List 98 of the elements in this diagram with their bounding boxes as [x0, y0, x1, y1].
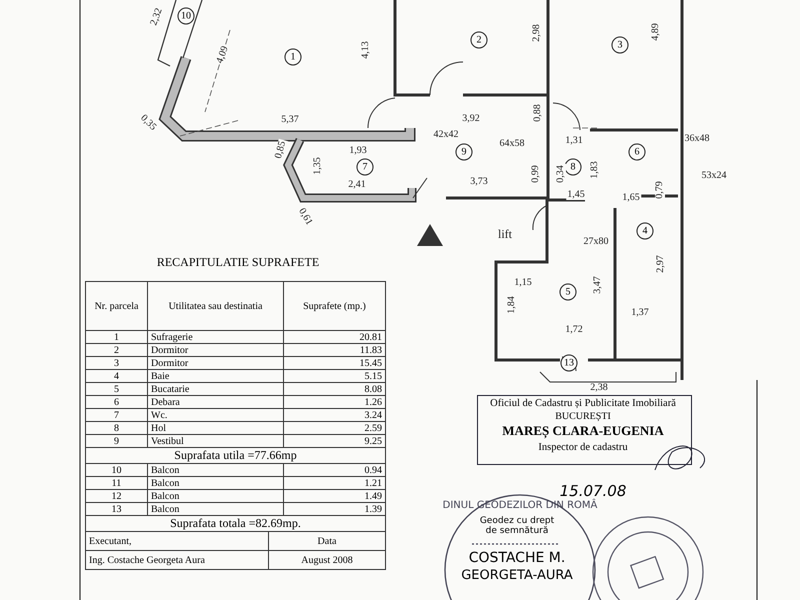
seal-text: GEORGETA-AURA [461, 568, 573, 583]
table-cell: 12 [86, 490, 148, 502]
table-cell: August 2008 [268, 550, 386, 570]
room-number: 10 [178, 8, 194, 24]
table-cell: Executant, [86, 532, 268, 550]
table-cell: Ing. Costache Georgeta Aura [86, 550, 268, 570]
table-cell: Dormitor [148, 344, 284, 356]
dimension-label: 0,79 [655, 180, 665, 200]
table-cell: Utilitatea sau destinatia [148, 282, 284, 330]
dimension-label: 1,37 [630, 308, 650, 318]
handwritten-date: 15.07.08 [560, 482, 626, 500]
stamp-text: Inspector de cadastru [538, 442, 628, 453]
table-cell: 10 [86, 464, 148, 476]
table-cell: 9.25 [284, 434, 386, 448]
dimension-label: 36x48 [684, 134, 710, 144]
dimension-label: 3,73 [469, 177, 489, 187]
dimension-label: 1,84 [507, 295, 517, 315]
dimension-label: 42x42 [432, 130, 460, 140]
table-cell: Data [268, 532, 386, 550]
room-number: 3 [612, 36, 628, 54]
dimension-label: 64x58 [498, 139, 526, 149]
table-cell: 1 [86, 330, 148, 344]
table-cell: Wc. [148, 408, 284, 422]
table-cell: Baie [148, 370, 284, 382]
dimension-label: 53x24 [700, 171, 728, 181]
dimension-label: 2,98 [532, 23, 542, 43]
dimension-label: 4,13 [361, 40, 371, 60]
table-cell: 11 [86, 476, 148, 490]
dimension-label: 5,37 [280, 115, 300, 125]
table-cell: Suprafete (mp.) [284, 282, 386, 330]
seal-text: COSTACHE M. [468, 550, 566, 566]
room-number: 6 [628, 144, 646, 160]
room-number: 5 [560, 284, 576, 300]
dimension-label: 1,35 [313, 156, 323, 176]
dimension-label: 2,97 [656, 254, 666, 274]
table-cell: Debara [148, 396, 284, 408]
room-label: lift [497, 228, 513, 240]
table-cell: 3 [86, 356, 148, 370]
table-cell: 4 [86, 370, 148, 382]
room-number: 8 [564, 158, 582, 176]
table-cell: 1.26 [284, 396, 386, 408]
table-cell: Nr. parcela [86, 282, 148, 330]
total-cell: Suprafata totala =82.69mp. [86, 516, 386, 532]
table-cell: Balcon [148, 490, 284, 502]
seal-text: Geodez cu drept de semnătură [478, 516, 556, 536]
table-cell: 1.39 [284, 502, 386, 516]
room-number: 4 [636, 222, 654, 240]
table-cell: Bucatarie [148, 382, 284, 396]
table-cell: 11.83 [284, 344, 386, 356]
table-cell: 0.94 [284, 464, 386, 476]
total-cell: Suprafata utila =77.66mp [86, 448, 386, 464]
dimension-label: 0,99 [531, 164, 541, 184]
table-cell: 2 [86, 344, 148, 356]
table-cell: 15.45 [284, 356, 386, 370]
table-cell: 2.59 [284, 422, 386, 434]
dimension-label: 1,93 [348, 146, 368, 156]
table-cell: Vestibul [148, 434, 284, 448]
table-cell: 5.15 [284, 370, 386, 382]
dimension-label: 2,41 [347, 180, 367, 190]
dimension-label: 1,65 [621, 193, 641, 203]
dimension-label: 1,72 [564, 325, 584, 335]
table-title: RECAPITULATIE SUPRAFETE [156, 255, 320, 270]
table-cell: 6 [86, 396, 148, 408]
table-cell: Hol [148, 422, 284, 434]
table-cell: 8 [86, 422, 148, 434]
dimension-label: 0,34 [556, 164, 566, 184]
room-number: 7 [356, 158, 374, 176]
table-cell: 7 [86, 408, 148, 422]
table-cell: 1.49 [284, 490, 386, 502]
table-cell: Sufragerie [148, 330, 284, 344]
stamp-text: Oficiul de Cadastru și Publicitate Imobiliară [490, 398, 676, 409]
table-cell: 9 [86, 434, 148, 448]
table-cell: 1.21 [284, 476, 386, 490]
table-cell: 13 [86, 502, 148, 516]
dimension-label: 3,47 [593, 275, 603, 295]
table-cell: 5 [86, 382, 148, 396]
dimension-label: 1,15 [513, 278, 533, 288]
room-number: 1 [284, 48, 302, 66]
table-cell: Dormitor [148, 356, 284, 370]
dimension-label: 0,88 [533, 103, 543, 123]
dimension-label: 3,92 [461, 114, 481, 124]
dimension-label: 1,45 [566, 190, 586, 200]
dimension-label: 1,83 [590, 160, 600, 180]
table-cell: Balcon [148, 476, 284, 490]
dimension-label: 2,38 [589, 383, 609, 393]
room-number: 2 [470, 32, 488, 48]
dimension-label: 27x80 [582, 237, 610, 247]
dimension-label: 4,89 [651, 22, 661, 42]
inspector-name: MAREȘ CLARA-EUGENIA [502, 423, 664, 439]
room-number: 13 [560, 354, 578, 372]
table-cell: Balcon [148, 502, 284, 516]
dimension-label: 1,31 [564, 136, 584, 146]
table-cell: 3.24 [284, 408, 386, 422]
room-number: 9 [456, 144, 472, 160]
table-cell: 20.81 [284, 330, 386, 344]
stamp-text: BUCUREȘTI [555, 411, 611, 422]
table-cell: Balcon [148, 464, 284, 476]
table-cell: 8.08 [284, 382, 386, 396]
